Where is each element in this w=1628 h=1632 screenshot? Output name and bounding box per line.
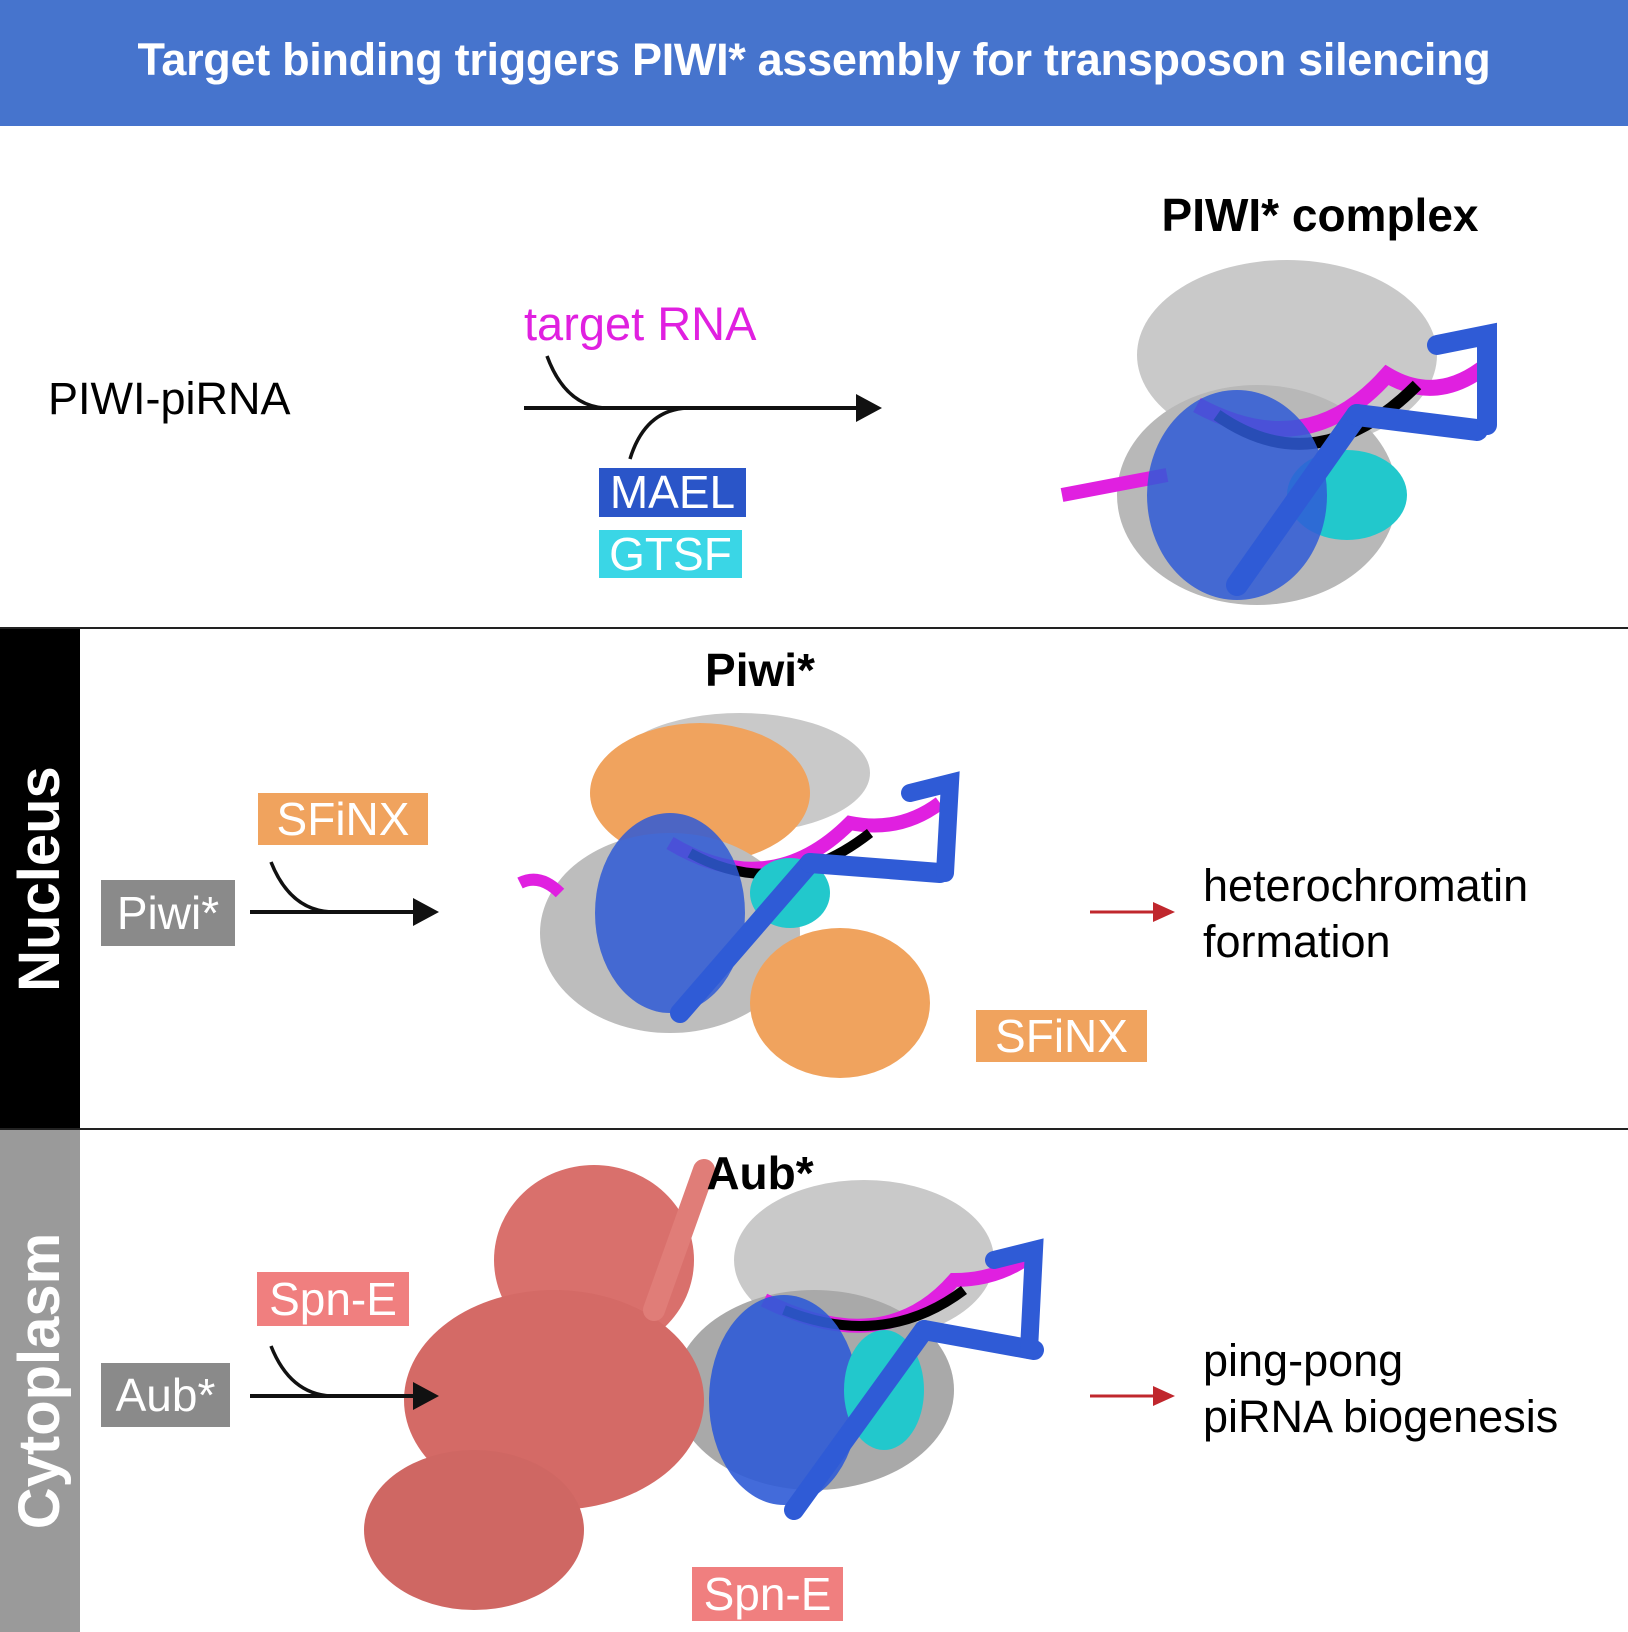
piwi-star-title: Piwi*: [705, 644, 815, 696]
figure-title: Target binding triggers PIWI* assembly f…: [137, 34, 1491, 85]
heterochromatin-outcome-arrow: [1090, 902, 1175, 922]
aub-star-state-label: Aub*: [101, 1363, 230, 1427]
gtsf-label: GTSF: [599, 530, 742, 578]
cytoplasm-sidebar: Cytoplasm: [0, 1130, 80, 1632]
spne-binding-arrow: [250, 1345, 439, 1410]
pingpong-outcome-arrow: [1090, 1386, 1175, 1406]
aub-star-title: Aub*: [706, 1147, 814, 1199]
piwi-star-state-label: Piwi*: [101, 880, 235, 946]
nucleus-label: Nucleus: [7, 766, 72, 992]
panel-divider: [0, 1128, 1628, 1130]
target-rna-label: target RNA: [524, 297, 757, 350]
panel-divider: [0, 627, 1628, 629]
sfinx-structure-label: SFiNX: [976, 1010, 1147, 1062]
assembly-arrow: [524, 355, 882, 460]
cytoplasm-label: Cytoplasm: [7, 1232, 72, 1530]
piwi-sfinx-structure-image: [517, 713, 960, 1078]
piwi-complex-title: PIWI* complex: [1161, 189, 1479, 241]
outcome-heterochromatin: heterochromatin: [1203, 860, 1529, 911]
sfinx-binding-arrow: [250, 861, 439, 926]
sfinx-input-label: SFiNX: [258, 793, 428, 845]
spne-input-label: Spn-E: [257, 1272, 409, 1326]
mael-label: MAEL: [599, 468, 746, 517]
spne-structure-label: Spn-E: [692, 1567, 843, 1621]
piwi-complex-structure-image: [1060, 260, 1497, 605]
outcome-pirna-biogenesis: piRNA biogenesis: [1203, 1391, 1559, 1442]
outcome-formation: formation: [1203, 916, 1391, 967]
nucleus-sidebar: Nucleus: [0, 629, 80, 1129]
outcome-ping-pong: ping-pong: [1203, 1335, 1404, 1386]
piwi-pirna-label: PIWI-piRNA: [48, 373, 291, 424]
title-banner: Target binding triggers PIWI* assembly f…: [0, 0, 1628, 126]
aub-spne-structure-image: [364, 1159, 1044, 1610]
